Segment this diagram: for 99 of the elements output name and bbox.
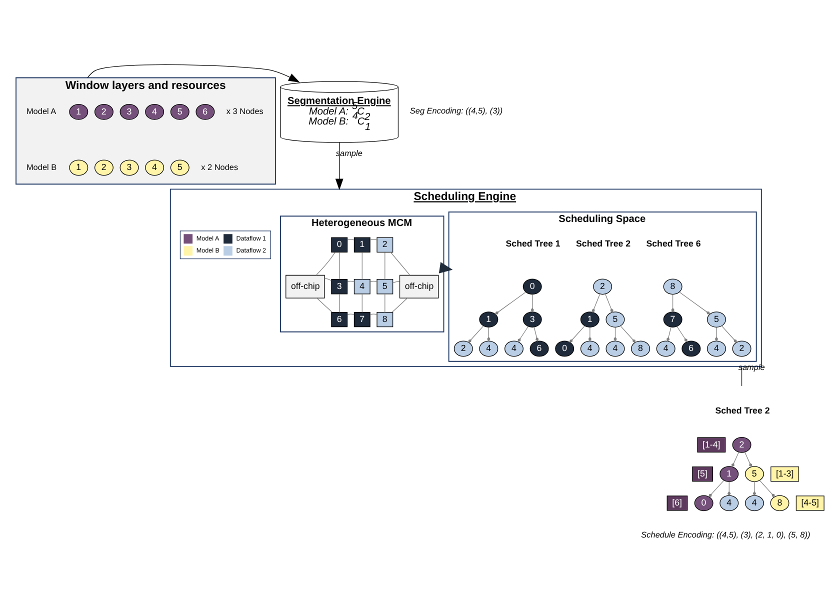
node-ellipse: 5 <box>170 103 190 120</box>
node-ellipse: 5 <box>606 311 625 327</box>
connector <box>347 280 354 282</box>
connector <box>370 280 378 282</box>
node-box: 1 <box>354 236 370 252</box>
connector <box>530 293 534 312</box>
node-ellipse: 1 <box>720 466 739 482</box>
connector <box>494 291 526 314</box>
connector <box>752 480 756 496</box>
node-box: 2 <box>376 236 394 252</box>
connector <box>370 313 378 314</box>
node-box: [5] <box>692 466 713 482</box>
node-ellipse: 8 <box>770 494 790 511</box>
node-ellipse: 7 <box>663 311 682 327</box>
node-ellipse: 4 <box>706 340 726 356</box>
node-ellipse: 3 <box>522 311 542 327</box>
connector <box>714 326 718 341</box>
connector <box>731 451 740 467</box>
connector <box>614 326 617 341</box>
connector <box>316 297 332 312</box>
node-ellipse: 1 <box>69 159 88 176</box>
node-ellipse: 3 <box>120 103 139 120</box>
arrow <box>335 142 344 190</box>
node-ellipse: 0 <box>694 494 714 511</box>
connector <box>384 293 386 312</box>
connector <box>384 251 386 279</box>
node-ellipse: 5 <box>744 466 764 482</box>
label: Sched Tree 6 <box>646 238 701 248</box>
node-ellipse: 4 <box>145 103 164 120</box>
connector <box>370 238 378 240</box>
node-ellipse: 2 <box>454 340 473 356</box>
node-box: 5 <box>376 278 394 294</box>
node-ellipse: 4 <box>504 340 524 356</box>
label: Sched Tree 1 <box>506 238 560 248</box>
node-ellipse: 0 <box>522 278 542 294</box>
connector <box>324 277 332 280</box>
node-ellipse: 6 <box>530 340 549 356</box>
connector <box>392 297 408 312</box>
connector <box>339 293 340 312</box>
connector <box>679 291 710 314</box>
node-box: [1-4] <box>697 436 726 452</box>
node-box: 8 <box>376 311 394 327</box>
node-ellipse: 1 <box>69 103 88 120</box>
node-ellipse: 4 <box>580 340 600 356</box>
node-ellipse: 2 <box>94 159 114 176</box>
node-ellipse: 8 <box>663 278 682 294</box>
label: Sched Tree 2 <box>715 405 770 416</box>
node-ellipse: 0 <box>555 340 574 356</box>
node-ellipse: 2 <box>732 436 752 452</box>
node-ellipse: 5 <box>170 159 190 176</box>
node-ellipse: 4 <box>606 340 625 356</box>
node-box: [4-5] <box>796 495 824 510</box>
connector <box>347 238 354 240</box>
connector <box>676 326 688 342</box>
node-ellipse: 4 <box>656 340 676 356</box>
connector <box>468 325 484 342</box>
connector <box>620 325 636 342</box>
node-box: 7 <box>354 311 370 327</box>
connector <box>744 451 752 467</box>
node-box: off-chip <box>399 274 439 298</box>
node-box: 6 <box>331 311 348 327</box>
connector <box>487 326 490 341</box>
node-ellipse: 3 <box>120 159 139 176</box>
node-ellipse: 4 <box>720 494 739 511</box>
connector <box>722 325 737 342</box>
node-box: off-chip <box>286 274 325 298</box>
node-box: 3 <box>331 278 348 294</box>
node-ellipse: 2 <box>94 103 114 120</box>
node-ellipse: 4 <box>479 340 498 356</box>
connector <box>569 325 585 342</box>
arrow <box>438 262 453 273</box>
connector <box>727 480 731 496</box>
node-ellipse: 4 <box>744 494 764 511</box>
connector <box>666 326 672 342</box>
connector <box>390 251 410 275</box>
connector <box>534 326 539 342</box>
node-ellipse: 6 <box>196 103 215 120</box>
node-ellipse: 2 <box>732 340 752 356</box>
connector <box>339 251 340 279</box>
node-ellipse: 1 <box>580 311 600 327</box>
connector <box>316 252 336 275</box>
node-box: [1-3] <box>770 466 800 482</box>
connector <box>708 480 724 497</box>
node-box: 4 <box>354 278 370 294</box>
connector <box>604 293 614 312</box>
node-ellipse: 6 <box>682 340 701 356</box>
label: Sched Tree 2 <box>576 238 631 248</box>
node-box: 0 <box>331 236 348 252</box>
node-ellipse: 2 <box>593 278 612 294</box>
connector <box>518 326 529 342</box>
connector <box>392 280 400 283</box>
connector <box>671 293 674 312</box>
arrow <box>87 64 300 82</box>
connector <box>588 326 592 341</box>
node-ellipse: 4 <box>145 159 164 176</box>
node-ellipse: 8 <box>631 340 650 356</box>
connector <box>592 293 600 312</box>
node-box: [6] <box>666 495 688 510</box>
connector <box>760 480 775 497</box>
